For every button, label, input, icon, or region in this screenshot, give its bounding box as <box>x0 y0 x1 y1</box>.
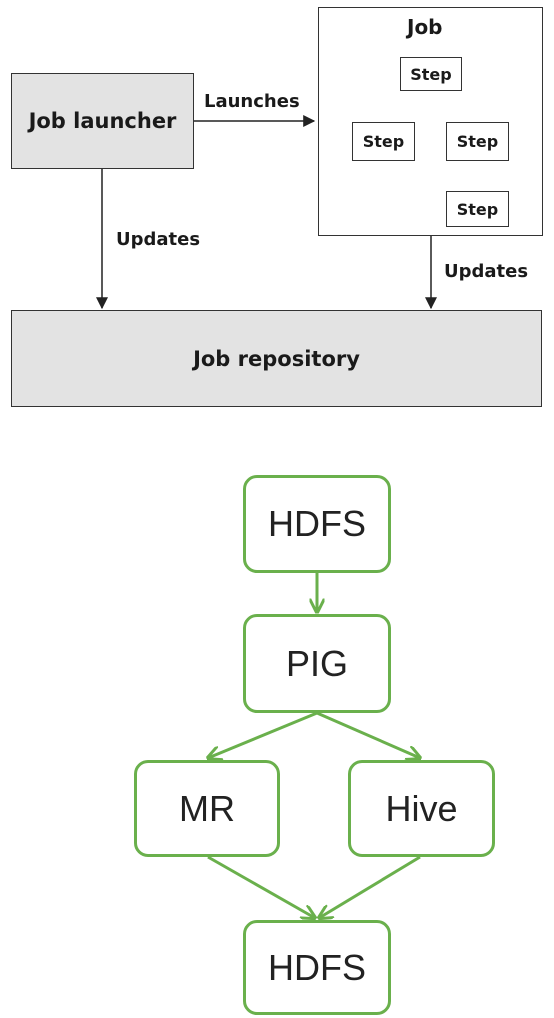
step-label: Step <box>362 132 405 151</box>
launches-label: Launches <box>204 91 300 112</box>
step-box-top: Step <box>400 57 462 91</box>
pig-to-mr-arrow <box>208 711 318 758</box>
node-label: HDFS <box>268 946 366 988</box>
job-title: Job <box>407 15 443 39</box>
updates-right-label: Updates <box>444 261 529 282</box>
node-label: MR <box>179 787 235 829</box>
pig-node: PIG <box>243 614 391 713</box>
node-label: HDFS <box>268 503 366 544</box>
step-label: Step <box>456 132 499 151</box>
node-label: PIG <box>285 642 348 684</box>
step-box-bottom: Step <box>446 191 509 227</box>
step-label: Step <box>410 64 452 84</box>
hdfs-node-bottom: HDFS <box>243 920 391 1015</box>
node-label: Hive <box>385 787 458 829</box>
step-label: Step <box>456 199 499 219</box>
hive-node: Hive <box>348 760 495 857</box>
pig-to-hive-arrow <box>316 711 420 758</box>
job-launcher-label: Job launcher <box>28 109 177 133</box>
updates-left-label: Updates <box>116 229 201 250</box>
mr-node: MR <box>134 760 280 857</box>
job-repository-box: Job repository <box>11 310 542 407</box>
step-box-left: Step <box>352 122 415 161</box>
job-launcher-box: Job launcher <box>11 73 194 169</box>
hdfs-node-top: HDFS <box>243 475 391 573</box>
step-box-right: Step <box>446 122 509 161</box>
mr-to-hdfs-arrow <box>207 855 315 918</box>
hive-to-hdfs-arrow <box>319 855 421 918</box>
job-repository-label: Job repository <box>193 346 360 371</box>
